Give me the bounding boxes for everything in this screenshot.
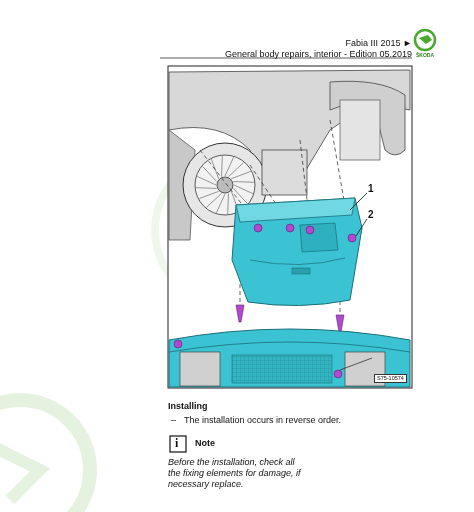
dashboard (169, 70, 410, 240)
instruction-text: The installation occurs in reverse order… (184, 415, 341, 426)
note-icon-letter: i (175, 436, 178, 450)
callout-number: 2 (368, 209, 374, 221)
callout-number: 1 (368, 183, 374, 195)
glove-box (232, 198, 362, 306)
note-heading: Note (195, 438, 215, 449)
header-model: Fabia III 2015 ► (346, 38, 412, 49)
note-text: Before the installation, check all the f… (168, 457, 303, 489)
section-heading: Installing (168, 401, 208, 412)
lower-view (169, 329, 410, 387)
note-icon (170, 436, 186, 452)
skoda-logo (415, 30, 435, 50)
header-section: General body repairs, interior - Edition… (225, 49, 412, 60)
logo-text: ŠKODA (413, 52, 437, 58)
screws (236, 224, 356, 332)
list-dash: – (171, 415, 176, 426)
leader-lines (350, 193, 367, 236)
figure-id: S75-10574 (374, 374, 407, 383)
figure-frame (168, 66, 412, 388)
